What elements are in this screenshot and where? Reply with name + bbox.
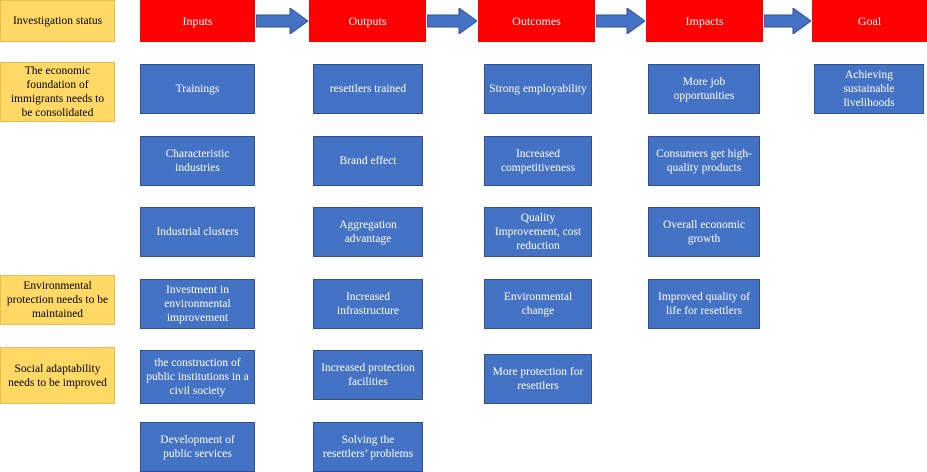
output-box: Brand effect — [313, 136, 423, 186]
impact-box: Consumers get high-quality products — [648, 136, 760, 186]
input-box: Trainings — [140, 64, 255, 114]
input-box: the construction of public institutions … — [140, 350, 255, 404]
arrow-impacts-goal-icon — [764, 8, 811, 34]
impact-box: Improved quality of life for resettlers — [648, 279, 760, 329]
header-impacts: Impacts — [646, 0, 763, 42]
arrow-outcomes-impacts-icon — [596, 8, 645, 34]
status-economic: The economic foundation of immigrants ne… — [0, 62, 115, 122]
status-environmental: Environmental protection needs to be mai… — [0, 275, 115, 325]
arrow-outputs-outcomes-icon — [427, 8, 477, 34]
input-box: Industrial clusters — [140, 207, 255, 257]
output-box: Solving the resettlers’ problems — [313, 422, 423, 472]
header-outcomes: Outcomes — [478, 0, 595, 42]
output-box: Increased infrastructure — [313, 279, 423, 329]
input-box: Characteristic industries — [140, 136, 255, 186]
output-box: Increased protection facilities — [313, 350, 423, 400]
outcome-box: More protection for resettlers — [484, 354, 592, 404]
header-goal: Goal — [812, 0, 927, 42]
input-box: Investment in environmental improvement — [140, 279, 255, 329]
goal-box: Achieving sustainable livelihoods — [814, 64, 924, 114]
input-box: Development of public services — [140, 422, 255, 472]
header-outputs: Outputs — [309, 0, 426, 42]
output-box: Aggregation advantage — [313, 207, 423, 257]
impact-box: More job opportunities — [648, 64, 760, 114]
outcome-box: Quality Improvement, cost reduction — [484, 207, 592, 257]
output-box: resettlers trained — [313, 64, 423, 114]
impact-box: Overall economic growth — [648, 207, 760, 257]
status-social: Social adaptability needs to be improved — [0, 347, 115, 404]
status-header: Investigation status — [0, 0, 115, 42]
header-inputs: Inputs — [140, 0, 255, 42]
arrow-inputs-outputs-icon — [256, 8, 308, 34]
outcome-box: Increased competitiveness — [484, 136, 592, 186]
outcome-box: Environmental change — [484, 279, 592, 329]
outcome-box: Strong employability — [484, 64, 592, 114]
